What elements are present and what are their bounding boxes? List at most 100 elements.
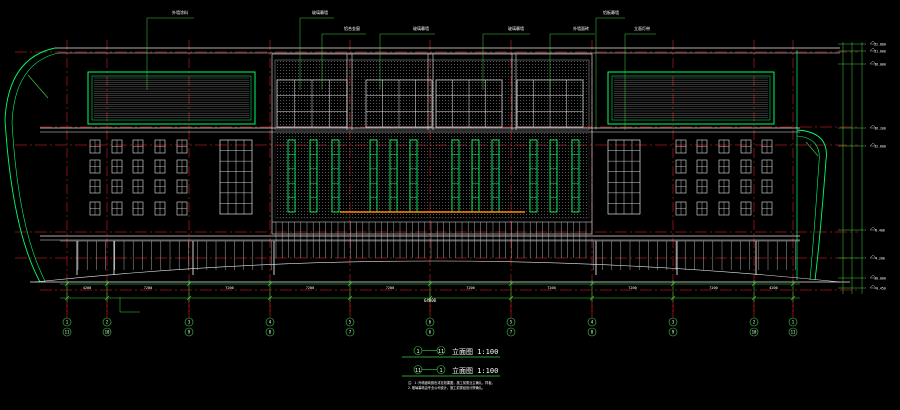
dim-tick	[790, 295, 796, 301]
leader-label-2: 玻璃幕墙	[312, 9, 328, 15]
elevation-symbol	[869, 60, 877, 65]
title-1-from: 1	[416, 349, 419, 355]
dim-tick	[670, 281, 676, 287]
dimension-value: 4200	[769, 286, 777, 290]
grid-bubble-label-bottom: 7	[510, 330, 513, 335]
title-2-text: 立面图 1:100	[452, 366, 498, 375]
leader-label-6: 外墙面砖	[573, 25, 589, 31]
dim-tick	[64, 295, 70, 301]
dim-tick	[186, 295, 192, 301]
left-curved-wall-inner	[11, 52, 59, 282]
grid-bubble-label-bottom: 9	[188, 330, 191, 335]
grid-bubble-label-top: 1	[792, 320, 795, 325]
atrium-texture	[274, 131, 590, 219]
louvre-panel-right-inner	[611, 75, 771, 121]
dimension-value: 7200	[144, 286, 152, 290]
grid-bubble-bottom	[788, 327, 798, 337]
leader-label-3: 铝合金窗	[344, 25, 360, 31]
ribbon-window	[287, 139, 296, 213]
dim-tick	[267, 281, 273, 287]
title-2-to: 1	[439, 368, 442, 374]
elevation-mark: 18.000	[874, 63, 886, 67]
dim-tick	[508, 281, 514, 287]
ribbon-window	[549, 139, 558, 213]
grid-bubble-top	[62, 317, 72, 327]
elevation-symbol	[869, 254, 877, 259]
overall-dimension: 64800	[424, 298, 437, 303]
dim-tick	[751, 281, 757, 287]
elevation-symbol	[869, 47, 877, 52]
grid-bubble-label-bottom: 11	[791, 330, 796, 335]
right-curved-canopy	[796, 129, 827, 281]
dimension-value: 7200	[709, 286, 717, 290]
dim-tick	[104, 281, 110, 287]
elevation-symbol	[869, 124, 877, 129]
elevation-mark: ±0.000	[874, 277, 886, 281]
left-curved-wall	[4, 47, 56, 283]
elevation-symbol	[869, 226, 877, 231]
ribbon-window	[309, 139, 318, 213]
dim-tick	[347, 295, 353, 301]
title-2-from: 11	[415, 368, 421, 374]
grid-bubble-label-bottom: 10	[105, 330, 110, 335]
grid-bubble-top	[425, 317, 435, 327]
dimension-value: 7200	[547, 286, 555, 290]
annotation-text: 64800 外墙涂料 玻璃幕墙 铝合金窗 玻璃幕墙 玻璃幕墙 外墙面砖 铝板幕墙…	[65, 9, 886, 390]
elevation-symbol	[869, 274, 877, 279]
grid-bubble-bottom	[749, 327, 759, 337]
grid-bubble-label-top: 5	[349, 320, 352, 325]
grid-bubble-label-top: 2	[753, 320, 756, 325]
grid-bubble-top	[788, 317, 798, 327]
dim-tick	[508, 295, 514, 301]
grid-bubble-label-top: 2	[106, 320, 109, 325]
grid-bubble-label-top: 4	[591, 320, 594, 325]
grid-bubble-bottom	[506, 327, 516, 337]
elevation-mark: -0.450	[874, 287, 886, 291]
note-line-2: 2.玻璃幕墙由专业公司设计，施工前需经设计院确认。	[408, 385, 485, 390]
grid-bubble-bottom	[668, 327, 678, 337]
grid-bubble-label-bottom: 11	[65, 330, 70, 335]
elevation-symbol	[869, 142, 877, 147]
ribbon-window	[571, 139, 580, 213]
grid-bubble-label-bottom: 9	[672, 330, 675, 335]
dim-tick	[427, 295, 433, 301]
dim-tick	[186, 281, 192, 287]
curve-leader	[27, 74, 49, 99]
elevation-mark: 8.400	[875, 229, 885, 233]
leader-label-1: 外墙涂料	[172, 9, 188, 15]
building-elevation	[4, 47, 850, 377]
title-1-text: 立面图 1:100	[452, 347, 498, 356]
dimension-value: 7200	[628, 286, 636, 290]
leader-label-7: 铝板幕墙	[603, 9, 619, 15]
elevation-mark: 4.200	[875, 257, 885, 261]
grid-bubble-top	[749, 317, 759, 327]
grid-bubble-label-top: 3	[188, 320, 191, 325]
dim-tick	[267, 295, 273, 301]
louvre-panel-left	[87, 71, 256, 125]
dim-tick	[589, 295, 595, 301]
elevation-mark: 12.600	[874, 145, 886, 149]
dimension-value: 7200	[225, 286, 233, 290]
curve-leader	[805, 141, 819, 157]
ribbon-window	[529, 139, 538, 213]
dim-tick	[427, 281, 433, 287]
elevation-mark: 22.800	[874, 43, 886, 47]
atrium-frame	[271, 53, 593, 235]
grid-bubble-bottom	[62, 327, 72, 337]
dimension-value: 4200	[83, 286, 91, 290]
dim-tick	[790, 281, 796, 287]
dim-tick	[670, 295, 676, 301]
grid-bubble-label-bottom: 10	[752, 330, 757, 335]
grid-bubble-bottom	[184, 327, 194, 337]
grid-bubble-bottom	[102, 327, 112, 337]
plaza-slope	[34, 260, 841, 283]
grid-bubble-top	[102, 317, 112, 327]
ribbon-window	[331, 139, 340, 213]
grid-bubble-label-bottom: 7	[349, 330, 352, 335]
dim-tick	[104, 295, 110, 301]
grid-bubble-label-top: 4	[269, 320, 272, 325]
leader-label-8: 立面灯带	[634, 25, 650, 31]
dim-tick	[751, 295, 757, 301]
dim-tick	[589, 281, 595, 287]
right-curved-canopy-inner	[796, 135, 820, 281]
